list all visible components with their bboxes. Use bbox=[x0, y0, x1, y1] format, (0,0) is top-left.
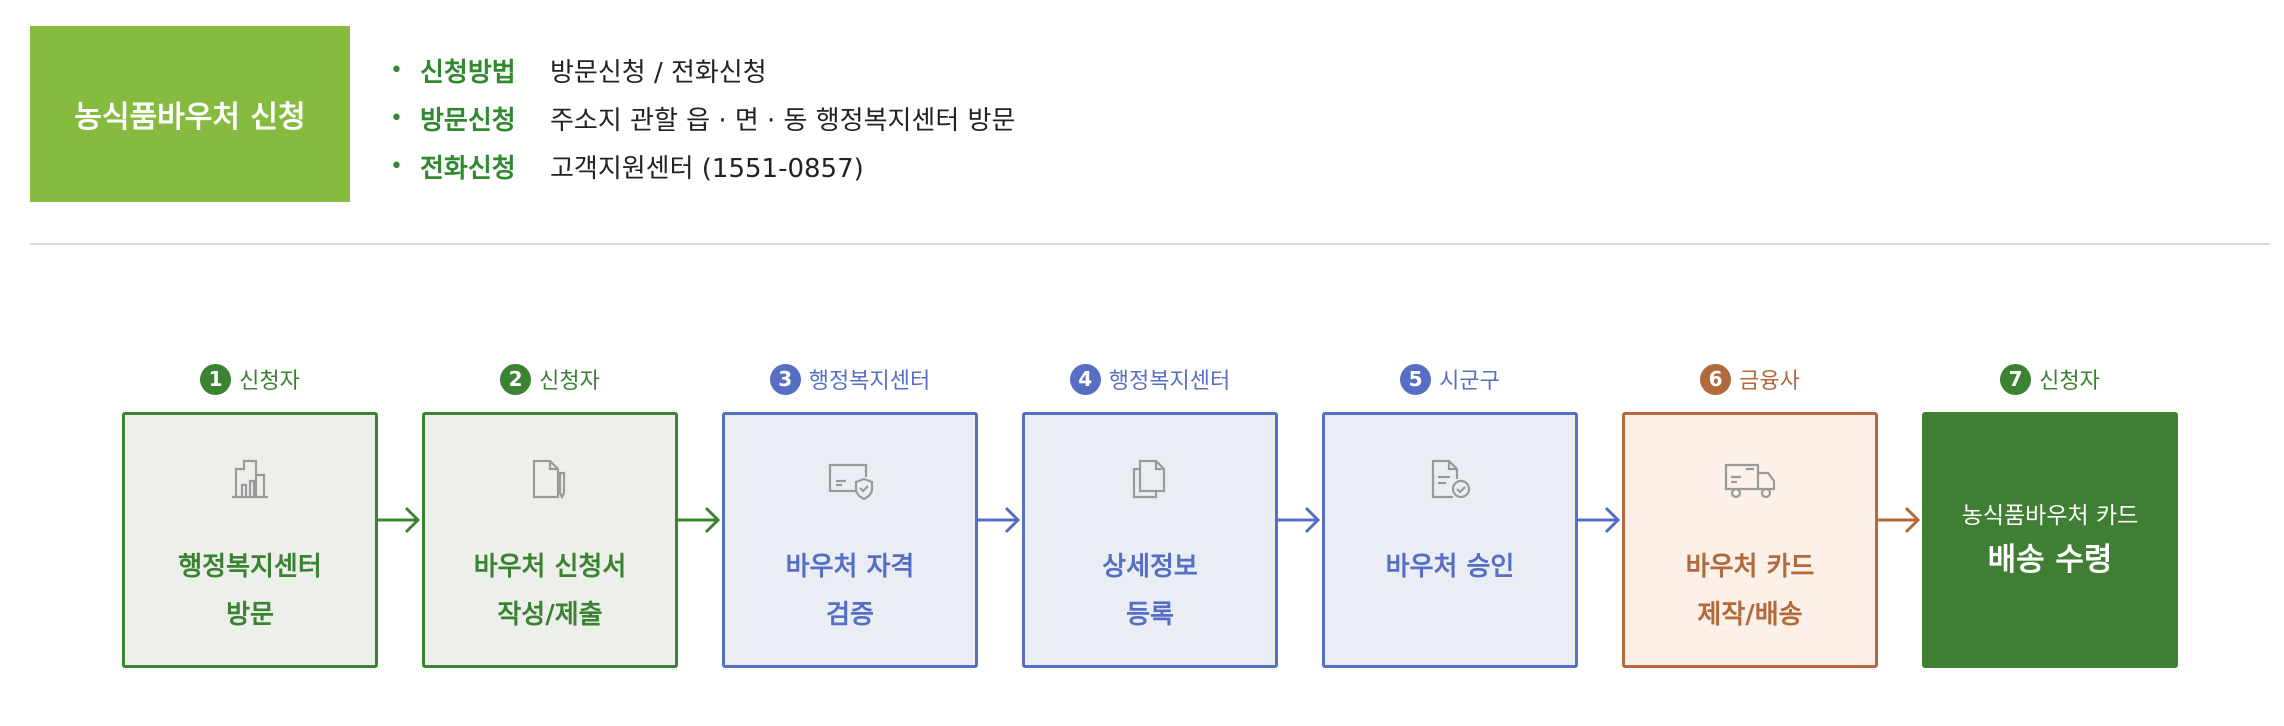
info-value: 고객지원센터 (1551-0857) bbox=[550, 153, 864, 184]
copy-documents-icon bbox=[1128, 455, 1172, 503]
arrow-right-icon bbox=[678, 506, 721, 534]
step-box: 바우처 승인 bbox=[1322, 412, 1578, 668]
step-actor: 시군구 bbox=[1439, 369, 1500, 394]
step-line1: 바우처 자격 bbox=[785, 552, 915, 582]
step-text: 바우처 승인 bbox=[1386, 543, 1515, 591]
step-line1: 농식품바우처 카드 bbox=[1961, 503, 2139, 529]
step-text: 행정복지센터 방문 bbox=[178, 543, 322, 639]
bullet: • bbox=[390, 57, 403, 83]
step-line1: 바우처 신청서 bbox=[473, 552, 627, 582]
step-line2: 제작/배송 bbox=[1697, 600, 1803, 630]
process-step-6: 6 금융사 바우처 카드 제작/배송 bbox=[1622, 360, 1878, 668]
application-info-list: • 신청방법 방문신청 / 전화신청 • 방문신청 주소지 관할 읍 · 면 ·… bbox=[390, 46, 1015, 190]
process-step-4: 4 행정복지센터 상세정보 등록 bbox=[1022, 360, 1278, 668]
arrow-right-icon bbox=[1878, 506, 1921, 534]
info-value: 방문신청 / 전화신청 bbox=[550, 57, 767, 88]
step-line2: 검증 bbox=[826, 600, 874, 630]
step-text: 바우처 신청서 작성/제출 bbox=[474, 543, 627, 639]
step-text: 바우처 자격 검증 bbox=[786, 543, 915, 639]
bullet: • bbox=[390, 153, 403, 179]
step-actor: 금융사 bbox=[1739, 369, 1800, 394]
process-step-2: 2 신청자 바우처 신청서 작성/제출 bbox=[422, 360, 678, 668]
step-box: 상세정보 등록 bbox=[1022, 412, 1278, 668]
step-text: 상세정보 등록 bbox=[1102, 543, 1198, 639]
voucher-application-badge: 농식품바우처 신청 bbox=[30, 26, 350, 202]
delivery-truck-icon bbox=[1722, 455, 1778, 503]
info-label: 방문신청 bbox=[420, 105, 516, 136]
building-icon bbox=[228, 455, 272, 503]
step-line1: 행정복지센터 bbox=[178, 552, 322, 582]
step-header: 4 행정복지센터 bbox=[1022, 360, 1278, 398]
step-actor: 신청자 bbox=[239, 369, 300, 394]
step-header: 5 시군구 bbox=[1322, 360, 1578, 398]
step-actor: 신청자 bbox=[539, 369, 600, 394]
step-line1: 상세정보 bbox=[1102, 552, 1198, 582]
arrow-right-icon bbox=[1578, 506, 1621, 534]
info-label: 신청방법 bbox=[420, 57, 516, 88]
step-line2: 방문 bbox=[226, 600, 274, 630]
document-pen-icon bbox=[528, 455, 572, 503]
step-header: 6 금융사 bbox=[1622, 360, 1878, 398]
card-shield-icon bbox=[826, 455, 874, 503]
process-step-7: 7 신청자 농식품바우처 카드 배송 수령 bbox=[1922, 360, 2178, 668]
info-value: 주소지 관할 읍 · 면 · 동 행정복지센터 방문 bbox=[550, 105, 1016, 136]
process-step-3: 3 행정복지센터 바우처 자격 검증 bbox=[722, 360, 978, 668]
step-number-badge: 4 bbox=[1069, 363, 1101, 395]
step-actor: 행정복지센터 bbox=[808, 369, 931, 394]
step-text: 바우처 카드 제작/배송 bbox=[1686, 543, 1815, 639]
step-header: 7 신청자 bbox=[1922, 360, 2178, 398]
step-box-final: 농식품바우처 카드 배송 수령 bbox=[1922, 412, 2178, 668]
info-item-visit: • 방문신청 주소지 관할 읍 · 면 · 동 행정복지센터 방문 bbox=[390, 94, 1015, 142]
step-number-badge: 1 bbox=[200, 363, 232, 395]
info-label: 전화신청 bbox=[420, 153, 516, 184]
step-box: 바우처 신청서 작성/제출 bbox=[422, 412, 678, 668]
info-item-method: • 신청방법 방문신청 / 전화신청 bbox=[390, 46, 1015, 94]
step-box: 행정복지센터 방문 bbox=[122, 412, 378, 668]
document-check-icon bbox=[1427, 455, 1473, 503]
step-header: 3 행정복지센터 bbox=[722, 360, 978, 398]
step-number-badge: 6 bbox=[1700, 363, 1732, 395]
badge-label: 농식품바우처 신청 bbox=[74, 100, 306, 135]
step-number-badge: 3 bbox=[769, 363, 801, 395]
arrow-right-icon bbox=[1278, 506, 1321, 534]
step-box: 바우처 카드 제작/배송 bbox=[1622, 412, 1878, 668]
step-header: 1 신청자 bbox=[122, 360, 378, 398]
step-number-badge: 2 bbox=[500, 363, 532, 395]
bullet: • bbox=[390, 105, 403, 131]
step-line2: 작성/제출 bbox=[497, 600, 603, 630]
step-line1: 바우처 승인 bbox=[1385, 552, 1515, 582]
step-box: 바우처 자격 검증 bbox=[722, 412, 978, 668]
arrow-right-icon bbox=[978, 506, 1021, 534]
step-header: 2 신청자 bbox=[422, 360, 678, 398]
arrow-right-icon bbox=[378, 506, 421, 534]
step-actor: 행정복지센터 bbox=[1108, 369, 1231, 394]
step-line2: 등록 bbox=[1126, 600, 1174, 630]
step-number-badge: 7 bbox=[2000, 363, 2032, 395]
step-line1: 바우처 카드 bbox=[1685, 552, 1815, 582]
info-item-phone: • 전화신청 고객지원센터 (1551-0857) bbox=[390, 142, 1015, 190]
step-actor: 신청자 bbox=[2039, 369, 2100, 394]
process-step-1: 1 신청자 행정복지센터 방문 bbox=[122, 360, 378, 668]
process-step-5: 5 시군구 바우처 승인 bbox=[1322, 360, 1578, 668]
section-divider bbox=[30, 243, 2270, 245]
step-line2: 배송 수령 bbox=[1987, 542, 2113, 578]
step-number-badge: 5 bbox=[1400, 363, 1432, 395]
